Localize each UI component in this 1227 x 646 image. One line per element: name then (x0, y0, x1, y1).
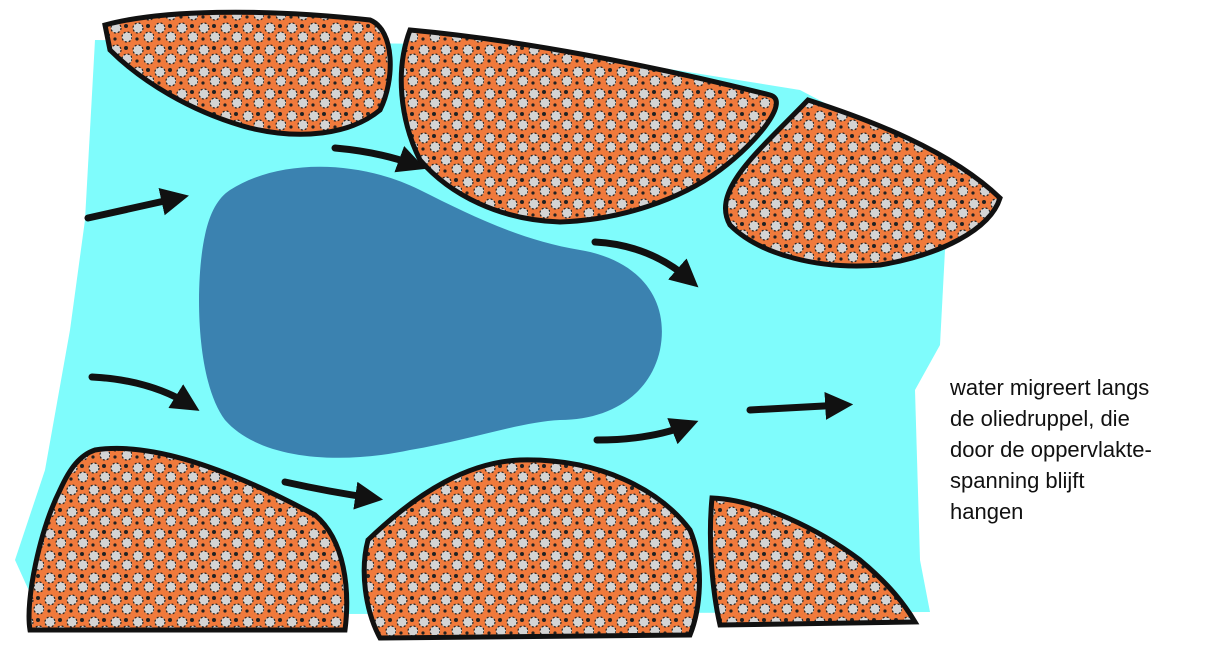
caption-line: water migreert langs (950, 372, 1222, 403)
flow-arrow (750, 405, 842, 410)
caption-line: hangen (950, 496, 1222, 527)
caption: water migreert langs de oliedruppel, die… (950, 372, 1222, 527)
caption-line: door de oppervlakte- (950, 434, 1222, 465)
caption-line: de oliedruppel, die (950, 403, 1222, 434)
caption-line: spanning blijft (950, 465, 1222, 496)
